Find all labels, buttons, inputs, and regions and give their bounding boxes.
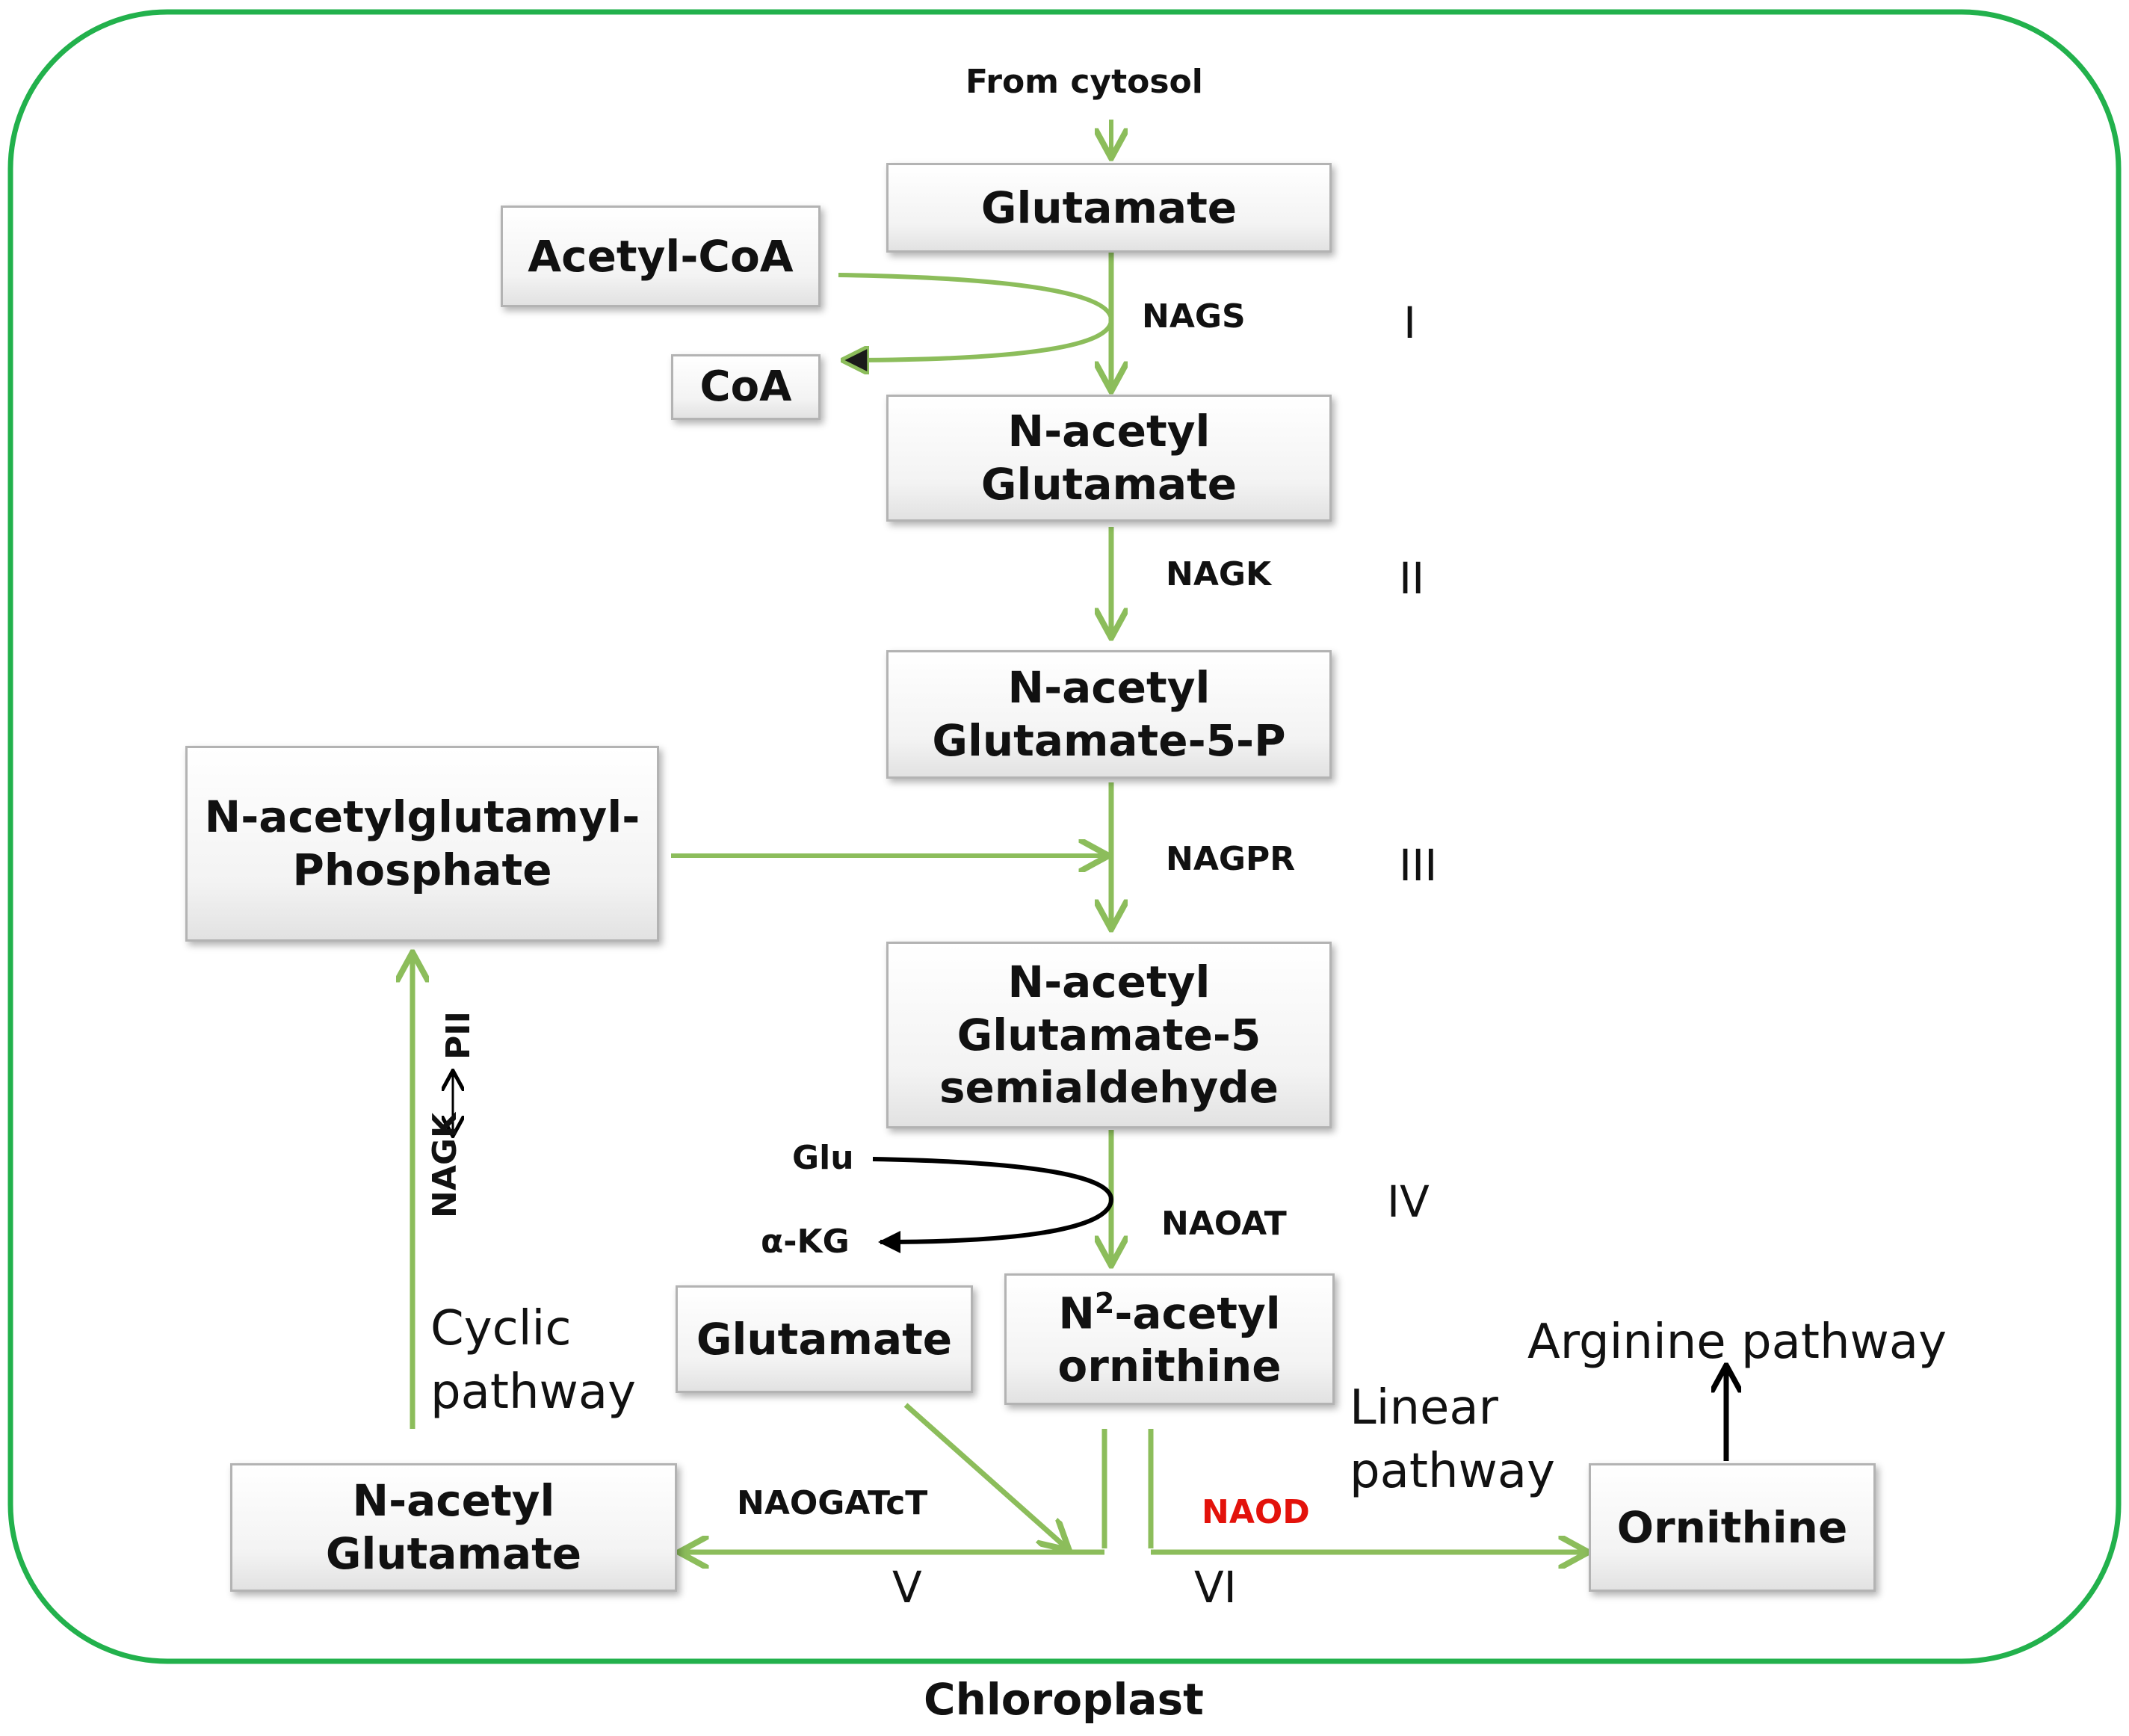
- enzyme-naogatct: NAOGATcT: [737, 1484, 928, 1522]
- step-ii: II: [1399, 553, 1425, 604]
- n-acetyl-glutamate-5-semialdehyde-node-line-2: Glutamate-5: [957, 1009, 1261, 1060]
- n-acetyl-glutamate-node-line-2: Glutamate: [980, 459, 1237, 510]
- arginine-pathway-label: Arginine pathway: [1527, 1315, 1947, 1370]
- n-acetylglutamyl-phosphate-node-line-1: N-acetylglutamyl-: [204, 791, 640, 843]
- arrow-glutamate-to-junction: [903, 1403, 1067, 1548]
- n-acetyl-glutamate-bottom-node-line-1: N-acetyl: [352, 1475, 555, 1527]
- enzyme-naoat: NAOAT: [1161, 1205, 1287, 1243]
- glutamate-top-node-line-1: Glutamate: [980, 182, 1237, 233]
- acetyl-coa-node-line-1: Acetyl-CoA: [528, 230, 794, 282]
- chloroplast-label: Chloroplast: [924, 1674, 1204, 1725]
- glutamate-bottom-node: Glutamate: [676, 1285, 973, 1393]
- side-reactant-akg: α-KG: [761, 1223, 850, 1261]
- n-acetyl-glutamate-5p-node-line-2: Glutamate-5-P: [932, 715, 1286, 766]
- chloroplast-boundary: [7, 9, 2122, 1664]
- cyclic-pathway-note-line-2: pathway: [430, 1365, 636, 1421]
- linear-pathway-note-line-1: Linear: [1350, 1380, 1498, 1436]
- n-acetyl-glutamate-5p-node-line-1: N-acetyl: [1007, 662, 1211, 714]
- n-acetyl-glutamate-5-semialdehyde-node-line-3: semialdehyde: [939, 1062, 1279, 1113]
- step-v: V: [892, 1562, 922, 1613]
- cyclic-pathway-note: Cyclic pathway: [430, 1297, 636, 1424]
- side-reactant-glu: Glu: [792, 1139, 854, 1177]
- n-acetyl-glutamate-node-line-1: N-acetyl: [1007, 406, 1211, 457]
- step-i: I: [1403, 297, 1417, 348]
- enzyme-naod: NAOD: [1202, 1493, 1310, 1531]
- cyclic-pathway-note-line-1: Cyclic: [430, 1301, 572, 1356]
- enzyme-nags: NAGS: [1142, 297, 1246, 336]
- linear-pathway-note: Linear pathway: [1350, 1377, 1555, 1504]
- step-iv: IV: [1387, 1176, 1430, 1227]
- glutamate-top-node: Glutamate: [886, 163, 1332, 253]
- enzyme-nagpr: NAGPR: [1166, 840, 1296, 878]
- ornithine-node-line-1: Ornithine: [1616, 1501, 1848, 1553]
- linear-pathway-note-line-2: pathway: [1350, 1444, 1555, 1500]
- step-iii: III: [1399, 840, 1438, 891]
- enzyme-nagk: NAGK: [1166, 555, 1272, 593]
- n-acetyl-glutamate-5-semialdehyde-node-line-1: N-acetyl: [1007, 956, 1211, 1007]
- arrow-glu-to-akg: [872, 1157, 1114, 1253]
- n-acetylglutamyl-phosphate-node-line-2: Phosphate: [292, 844, 552, 895]
- ornithine-node: Ornithine: [1589, 1463, 1876, 1592]
- n-acetyl-glutamate-bottom-node-line-2: Glutamate: [325, 1528, 582, 1579]
- n2-acetyl-ornithine-line2: ornithine: [1057, 1340, 1282, 1391]
- glutamate-bottom-node-line-1: Glutamate: [696, 1313, 953, 1365]
- n2-acetyl-ornithine-node: N2-acetyl ornithine: [1004, 1273, 1335, 1405]
- step-vi: VI: [1194, 1562, 1237, 1613]
- coa-node-line-1: CoA: [699, 362, 792, 411]
- acetyl-coa-node: Acetyl-CoA: [501, 206, 821, 307]
- coa-node: CoA: [671, 354, 821, 420]
- n-acetylglutamyl-phosphate-node: N-acetylglutamyl-Phosphate: [185, 746, 659, 942]
- regulator-pii: PII: [439, 1011, 478, 1060]
- enzyme-nagk-vertical: NAGK: [426, 1112, 464, 1218]
- n2-acetyl-ornithine-line1: N2-acetyl: [1058, 1286, 1281, 1338]
- arrow-acetylcoa-to-coa: [838, 273, 1114, 360]
- from-cytosol-label: From cytosol: [965, 63, 1203, 101]
